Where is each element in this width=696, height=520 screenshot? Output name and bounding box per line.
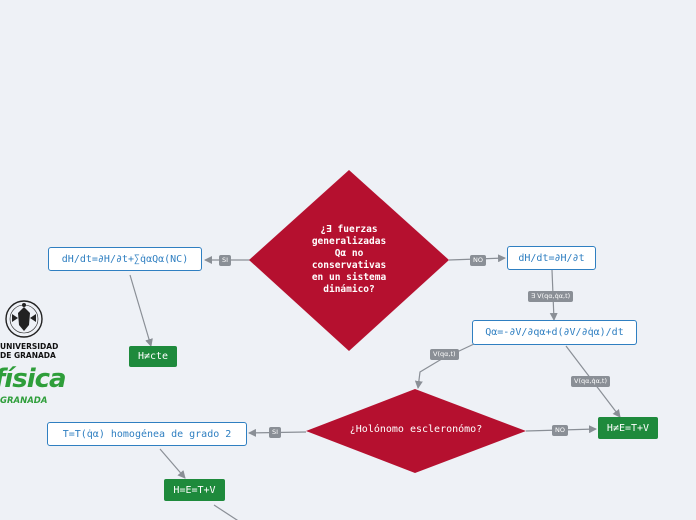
edge-dH-nc-to-H-not-const xyxy=(129,274,153,347)
ugr-logo-line2: DE GRANADA xyxy=(0,351,56,360)
result-H-eq-E[interactable]: H=E=T+V xyxy=(164,479,225,501)
decision1-text: ¿∃ fuerzas generalizadas Qα no conservat… xyxy=(311,224,387,295)
edge-label-si-2: SI xyxy=(269,427,282,438)
ugr-seal-icon xyxy=(5,300,43,338)
node-dH-partial[interactable]: dH/dt=∂H/∂t xyxy=(507,246,596,270)
node-Q-alpha[interactable]: Qα=-∂V/∂qα+d(∂V/∂q̇α)/dt xyxy=(472,320,637,345)
fisica-logo-text: física xyxy=(0,364,67,394)
decision2-diamond[interactable] xyxy=(306,389,526,473)
fisica-logo-subtext: GRANADA xyxy=(0,396,48,406)
node-T-homog[interactable]: T=T(q̇α) homogénea de grado 2 xyxy=(47,422,247,446)
decision1-diamond[interactable] xyxy=(249,170,449,351)
edge-H-eq-E-continues xyxy=(213,504,239,520)
edge-label-si-1: SI xyxy=(219,255,232,266)
decision2-text: ¿Holónomo escleronómo? xyxy=(349,424,483,435)
edge-label-exists-V: ∃ V(qα,q̇α,t) xyxy=(528,291,574,302)
result-H-neq-E[interactable]: H≠E=T+V xyxy=(598,417,658,439)
edge-label-V-qqt: V(qα,q̇α,t) xyxy=(571,376,611,387)
edge-label-no-2: NO xyxy=(552,425,568,436)
edge-label-V-qt: V(qα,t) xyxy=(430,349,459,360)
result-H-not-const[interactable]: H≠cte xyxy=(129,346,177,367)
node-dH-nc[interactable]: dH/dt=∂H/∂t+∑q̇αQα(NC) xyxy=(48,247,202,271)
edge-label-no-1: NO xyxy=(470,255,486,266)
ugr-logo-line1: UNIVERSIDAD xyxy=(0,342,59,351)
edge-T-homog-to-H-eq-E xyxy=(159,448,186,479)
